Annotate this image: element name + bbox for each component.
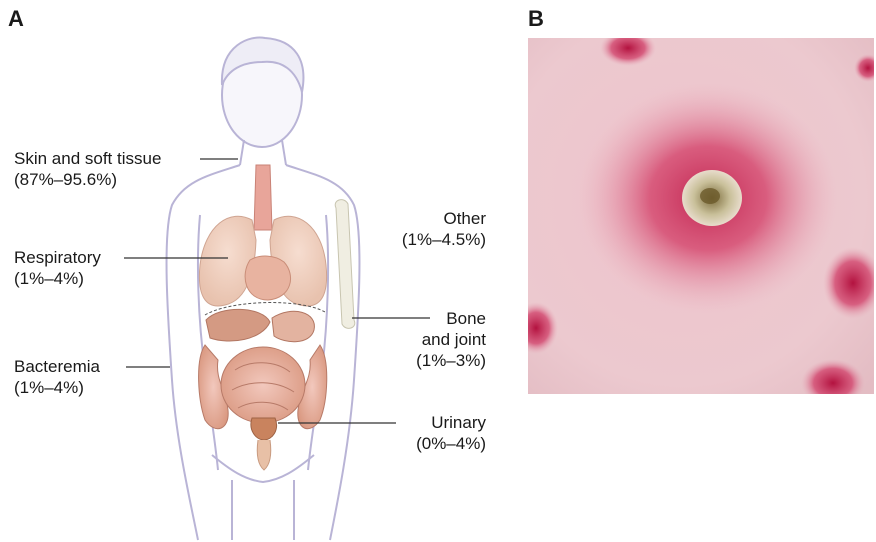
label-bone-range: (1%–3%): [416, 350, 486, 371]
urethra: [257, 440, 271, 470]
humerus-bone: [335, 200, 355, 329]
label-skin-name: Skin and soft tissue: [14, 148, 161, 169]
label-bone-line2: and joint: [416, 329, 486, 350]
label-urinary-name: Urinary: [416, 412, 486, 433]
label-respiratory-range: (1%–4%): [14, 268, 101, 289]
heart: [245, 256, 290, 300]
label-bacteremia-range: (1%–4%): [14, 377, 100, 398]
stomach: [272, 311, 314, 341]
label-bacteremia-name: Bacteremia: [14, 356, 100, 377]
label-skin-range: (87%–95.6%): [14, 169, 161, 190]
label-urinary-range: (0%–4%): [416, 433, 486, 454]
skin-lesion-photo: [528, 38, 874, 394]
label-bacteremia: Bacteremia (1%–4%): [14, 356, 100, 398]
label-other-name: Other: [402, 208, 486, 229]
label-skin-soft-tissue: Skin and soft tissue (87%–95.6%): [14, 148, 161, 190]
label-urinary: Urinary (0%–4%): [416, 412, 486, 454]
label-other-range: (1%–4.5%): [402, 229, 486, 250]
intestines: [199, 345, 327, 429]
label-respiratory-name: Respiratory: [14, 247, 101, 268]
label-bone-line1: Bone: [416, 308, 486, 329]
bladder: [251, 418, 277, 440]
label-respiratory: Respiratory (1%–4%): [14, 247, 101, 289]
trachea: [254, 165, 272, 230]
label-bone-joint: Bone and joint (1%–3%): [416, 308, 486, 371]
skin-lesion-illustration: [528, 38, 874, 394]
label-other: Other (1%–4.5%): [402, 208, 486, 250]
liver: [206, 309, 270, 341]
